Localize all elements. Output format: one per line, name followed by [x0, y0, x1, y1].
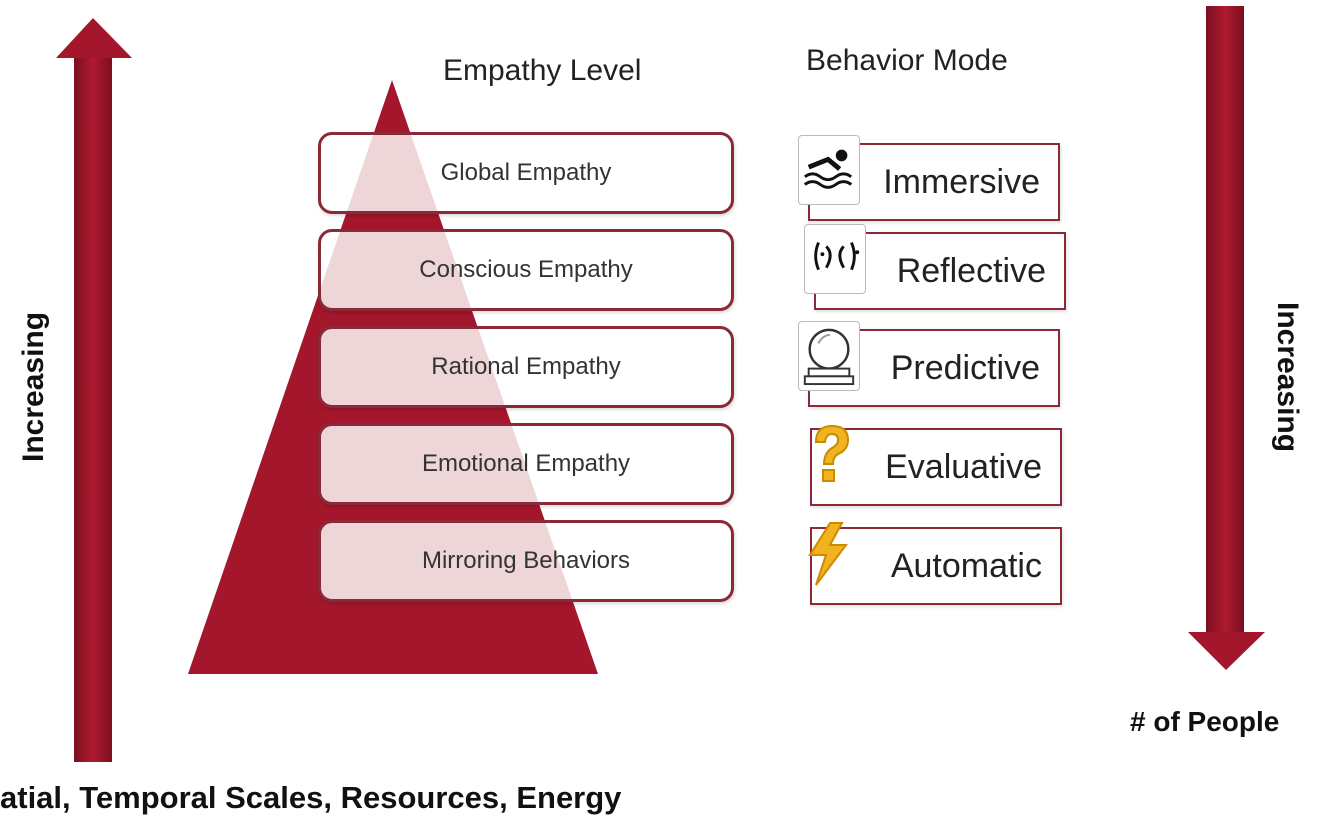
mode-label: Reflective	[896, 251, 1046, 290]
mode-immersive: Immersive	[798, 135, 1060, 221]
mode-automatic: Automatic	[808, 522, 1062, 605]
level-conscious-empathy: Conscious Empathy	[318, 229, 734, 311]
left-up-arrow	[56, 18, 132, 762]
right-axis-caption: # of People	[1130, 706, 1280, 737]
empathy-level-header: Empathy Level	[443, 54, 642, 87]
mode-evaluative: Evaluative	[810, 424, 1062, 506]
mode-label: Immersive	[883, 162, 1040, 201]
mode-label: Predictive	[890, 348, 1040, 387]
level-emotional-empathy: Emotional Empathy	[318, 423, 734, 505]
level-global-empathy: Global Empathy	[318, 132, 734, 214]
behavior-mode-header: Behavior Mode	[806, 44, 1008, 77]
lightning-bolt-icon	[800, 519, 862, 589]
mode-predictive: Predictive	[798, 321, 1060, 407]
swimmer-icon	[798, 135, 860, 205]
mode-label: Automatic	[890, 546, 1042, 585]
crystal-ball-icon	[798, 321, 860, 391]
mode-label: Evaluative	[885, 447, 1042, 486]
level-rational-empathy: Rational Empathy	[318, 326, 734, 408]
question-mark-icon	[800, 420, 862, 490]
mode-reflective: Reflective	[804, 224, 1066, 310]
level-mirroring-behaviors: Mirroring Behaviors	[318, 520, 734, 602]
left-axis-caption: atial, Temporal Scales, Resources, Energ…	[0, 780, 622, 815]
right-increasing-label: Increasing	[1271, 302, 1304, 453]
left-increasing-label: Increasing	[17, 311, 50, 462]
reflection-icon	[804, 224, 866, 294]
right-down-arrow	[1188, 6, 1265, 670]
